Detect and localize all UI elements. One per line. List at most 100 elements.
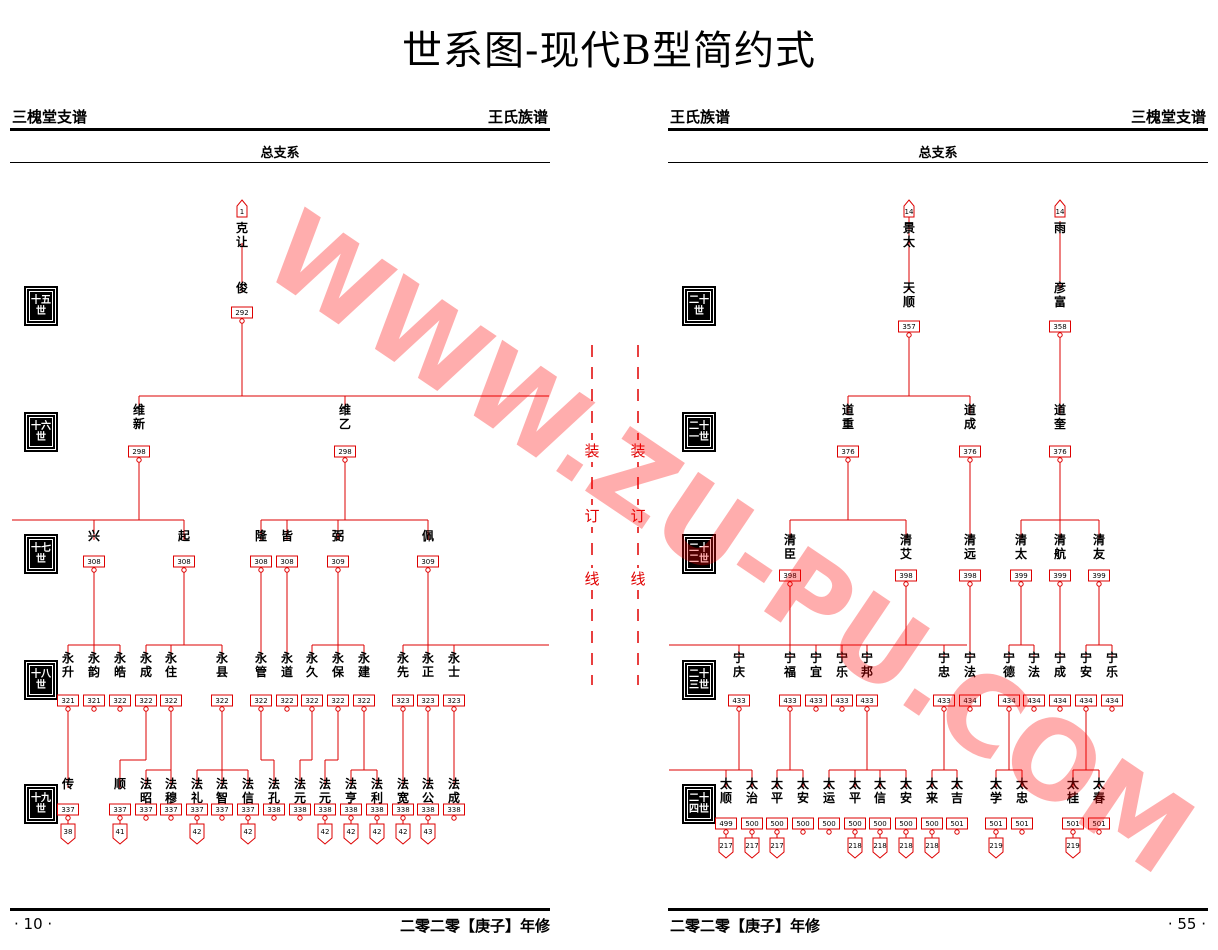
continuation-number: 218	[899, 842, 912, 850]
person-name-char: 清	[1015, 532, 1027, 547]
continuation-number: 218	[925, 842, 938, 850]
person-name-char: 道	[281, 664, 293, 679]
person-name-char: 太	[1067, 776, 1080, 791]
node-number-box	[392, 694, 414, 707]
person-name-char: 法	[345, 776, 357, 791]
binding-char-left-3: 线	[584, 570, 599, 588]
person-name-char: 邦	[861, 664, 873, 679]
node-number-box	[231, 306, 253, 319]
right-gen-label-4: 二十三世	[682, 660, 716, 700]
node-number: 399	[1092, 572, 1105, 580]
connector-dot	[749, 829, 755, 835]
node-number-box	[417, 694, 439, 707]
person-name-char: 县	[216, 665, 228, 679]
node-number-box	[211, 694, 233, 707]
generation-tag	[1054, 199, 1066, 218]
continuation-number: 219	[1066, 842, 1079, 850]
connector-dot	[1006, 706, 1012, 712]
continuation-number: 219	[989, 842, 1002, 850]
node-number: 433	[809, 697, 822, 705]
connector-dot	[826, 829, 832, 835]
connector-dot	[800, 829, 806, 835]
person-name-char: 韵	[88, 664, 100, 679]
node-number: 337	[61, 806, 74, 814]
person-name-char: 太	[746, 776, 759, 791]
node-number-box	[1049, 694, 1071, 707]
node-number-box	[250, 694, 272, 707]
connector-dot	[967, 457, 973, 463]
continuation-number: 218	[873, 842, 886, 850]
continuation-number: 217	[770, 842, 783, 850]
person-name-char: 信	[242, 790, 254, 805]
connector-dot	[239, 318, 245, 324]
node-number-box	[340, 803, 362, 816]
node-number: 500	[899, 820, 912, 828]
person-name-char: 永	[396, 650, 409, 665]
connector-dot	[903, 829, 909, 835]
binding-guides: 装 订 线 装 订 线	[582, 345, 648, 685]
node-number: 433	[835, 697, 848, 705]
connector-dot	[245, 815, 251, 821]
connector-dot	[852, 829, 858, 835]
node-number-box	[250, 555, 272, 568]
person-name-char: 太	[903, 234, 916, 249]
node-number: 434	[1105, 697, 1119, 705]
node-number-box	[1088, 569, 1110, 582]
left-section-title: 总支系	[260, 146, 300, 161]
connector-dot	[91, 706, 97, 712]
person-name-char: 乙	[339, 417, 351, 431]
node-number-box	[844, 817, 866, 830]
person-name-char: 永	[61, 650, 74, 665]
person-name-char: 利	[371, 790, 383, 805]
person-name-char: 佩	[422, 528, 434, 543]
person-name-char: 永	[447, 650, 460, 665]
node-number: 292	[235, 309, 248, 317]
node-number-box	[779, 569, 801, 582]
connector-dot	[348, 815, 354, 821]
connector-dot	[1096, 581, 1102, 587]
connector-dot	[425, 815, 431, 821]
connector-dot	[736, 706, 742, 712]
person-name-char: 治	[746, 790, 758, 805]
person-name-char: 运	[823, 791, 835, 805]
node-number: 323	[447, 697, 460, 705]
node-number: 337	[113, 806, 126, 814]
person-name-char: 成	[448, 790, 460, 805]
connector-dot	[258, 706, 264, 712]
node-number: 338	[421, 806, 434, 814]
node-number: 322	[280, 697, 293, 705]
connector-dot	[271, 815, 277, 821]
person-name-char: 隆	[255, 528, 268, 543]
left-gen-label-5: 十九世	[24, 784, 58, 824]
person-name-char: 永	[164, 650, 177, 665]
connector-dot	[309, 706, 315, 712]
node-number-box	[766, 817, 788, 830]
node-number: 323	[396, 697, 409, 705]
connector-dot	[1070, 829, 1076, 835]
node-number: 298	[338, 448, 351, 456]
continuation-number: 43	[424, 828, 433, 836]
node-number-box	[985, 817, 1007, 830]
node-number: 321	[61, 697, 74, 705]
node-number: 338	[318, 806, 331, 814]
connector-dot	[864, 706, 870, 712]
node-number: 322	[305, 697, 318, 705]
connector-dot	[1096, 829, 1102, 835]
node-number-box	[301, 694, 323, 707]
node-number-box	[946, 817, 968, 830]
person-name-char: 礼	[191, 790, 203, 805]
node-number: 309	[421, 558, 434, 566]
node-number-box	[327, 555, 349, 568]
node-number: 501	[1092, 820, 1105, 828]
left-gen-label-3: 十七世	[24, 534, 58, 574]
node-number-box	[392, 803, 414, 816]
node-number-box	[135, 694, 157, 707]
node-number: 308	[254, 558, 267, 566]
person-name-char: 安	[1080, 664, 1092, 679]
node-number: 322	[254, 697, 267, 705]
person-name-char: 亨	[345, 790, 357, 805]
person-name-char: 德	[1003, 664, 1015, 679]
node-number: 358	[1053, 323, 1066, 331]
binding-char-right-3: 线	[630, 570, 645, 588]
